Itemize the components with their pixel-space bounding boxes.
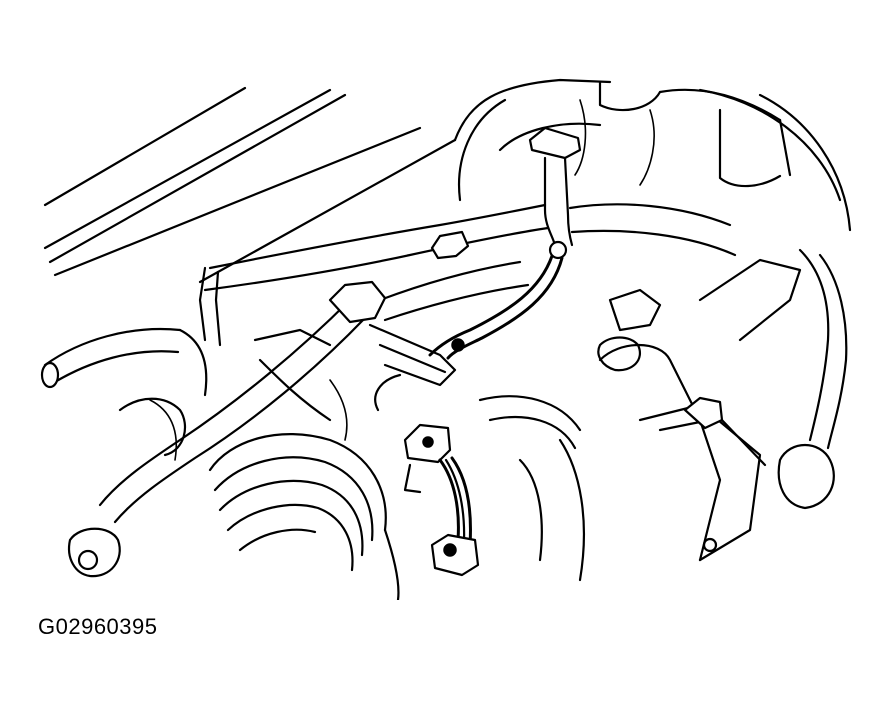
figure-id-label: G02960395: [38, 614, 158, 639]
misc-lower-detail: [118, 328, 585, 582]
engine-bay-line-drawing: [40, 78, 852, 600]
clamp-bracket: [368, 323, 465, 412]
upper-housing: [453, 78, 852, 232]
hose-diagonal-left: [67, 280, 387, 578]
intake-bellows: [208, 433, 400, 600]
hoses-left: [40, 266, 222, 397]
mounting-bracket-bottom: [403, 423, 480, 577]
right-components: [597, 248, 848, 562]
fender-edge-lines: [43, 86, 457, 284]
hoses-middle: [203, 203, 737, 322]
sensor-connector-top: [428, 126, 582, 360]
